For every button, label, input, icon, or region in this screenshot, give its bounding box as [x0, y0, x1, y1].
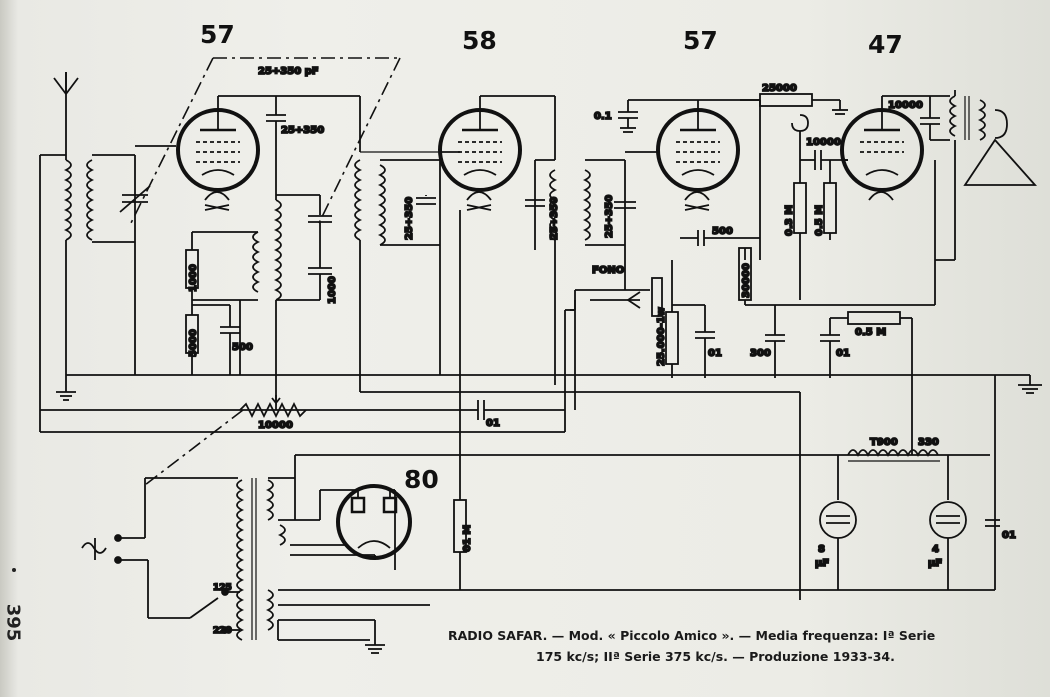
tuning-capacitor-2	[276, 194, 332, 301]
resistor-30000	[738, 247, 935, 306]
resistor-25000-1w	[665, 260, 679, 378]
capacitor-0-1-top	[618, 99, 698, 133]
label-cap-25-350-if1: 25÷350	[404, 197, 415, 240]
label-cap-25-350-if2a: 25÷350	[549, 197, 560, 240]
label-tap-125: 125	[213, 583, 232, 593]
capacitor-0-1-filter	[985, 519, 1000, 527]
label-fono: FONO	[592, 265, 624, 276]
label-cap-300: 300	[750, 348, 771, 359]
capacitor-500-detector	[680, 230, 760, 246]
label-cap-500: 500	[232, 342, 253, 353]
label-electrolytic-8: 8	[818, 544, 825, 555]
label-resistor-25000: 25000	[762, 83, 797, 94]
resistor-0-5m	[823, 160, 837, 240]
resistor-25000	[740, 93, 848, 115]
label-cap-0-1-top: 0.1	[594, 111, 612, 122]
if-transformer-2	[525, 159, 636, 385]
resistor-5000	[185, 314, 199, 375]
page-number: 395	[2, 603, 24, 642]
tube-58	[438, 96, 522, 211]
antenna-symbol	[53, 72, 79, 160]
tube-label-80: 80	[404, 465, 439, 494]
tube-label-58: 58	[462, 26, 497, 55]
tube-label-47: 47	[868, 30, 903, 59]
volume-potentiometer	[239, 395, 307, 419]
capacitor-0-1-coupling	[470, 400, 565, 420]
label-cap-0-1-coupling: 01	[486, 418, 500, 429]
ground-symbol-right	[1000, 374, 1042, 394]
label-cap-0-1-out: 01	[836, 348, 850, 359]
label-gang-cap: 25÷350 pF	[258, 66, 319, 77]
caption-line-1: RADIO SAFAR. — Mod. « Piccolo Amico ». —…	[448, 628, 936, 643]
rectifier-tube-80	[336, 484, 412, 560]
tube-57-second	[656, 100, 740, 211]
antenna-coil	[63, 154, 136, 385]
tube-57-first	[176, 96, 260, 211]
label-cap-1000: 1000	[327, 276, 338, 304]
resistor-0-3m	[793, 160, 807, 300]
label-cap-10000-coupling: 10000	[806, 137, 841, 148]
label-resistor-25000-1w: 25.000-1w	[656, 307, 667, 366]
label-resistor-0-5m-bias: 0.5 M	[855, 327, 886, 338]
tube-label-57-second: 57	[683, 26, 718, 55]
power-transformer	[236, 455, 460, 654]
label-choke-t900: T900	[870, 437, 898, 448]
phono-jack	[570, 277, 663, 317]
capacitor-25-350	[266, 96, 286, 200]
mains-input	[81, 477, 240, 634]
label-resistor-5000: 5000	[188, 329, 199, 357]
label-resistor-0-1m: 01 M	[462, 525, 473, 552]
if-transformer-1	[354, 159, 441, 392]
gang-link-lines	[129, 57, 401, 486]
label-cap-25-350: 25÷350	[281, 125, 324, 136]
capacitor-500	[192, 304, 240, 375]
label-resistor-0-3m: 0.3 M	[784, 205, 795, 236]
label-cap-0-1-det: 01	[708, 348, 722, 359]
capacitor-0-1-output	[820, 318, 840, 378]
oscillator-coil	[192, 199, 282, 410]
capacitor-0-1-detector	[672, 304, 715, 378]
label-electrolytic-8-unit: μF	[815, 558, 829, 569]
label-resistor-1000: 1000	[188, 264, 199, 292]
tuning-capacitor-1	[119, 185, 151, 213]
label-electrolytic-4-unit: μF	[928, 558, 942, 569]
page-dot	[12, 568, 16, 572]
filter-choke	[847, 449, 940, 462]
speaker-icon	[963, 109, 1038, 186]
label-cap-25-350-if2b: 25÷350	[604, 195, 615, 238]
capacitor-10000-output	[920, 96, 950, 141]
electrolytic-capacitor-8	[819, 455, 857, 590]
label-pot-10000: 10000	[258, 420, 293, 431]
label-cap-0-1-filter: 01	[1002, 530, 1016, 541]
resistor-1000	[185, 232, 199, 315]
ground-symbol-left	[56, 385, 76, 401]
label-resistor-0-5m: 0.5 M	[814, 205, 825, 236]
label-choke-330: 330	[918, 437, 939, 448]
label-resistor-30000: 30000	[741, 263, 752, 298]
caption-line-2: 175 kc/s; IIª Serie 375 kc/s. — Produzio…	[536, 649, 895, 664]
electrolytic-capacitor-4	[929, 455, 967, 590]
resistor-0-5m-bias	[830, 311, 913, 455]
resistor-0-1m	[453, 499, 467, 590]
label-cap-10000-output: 10000	[888, 100, 923, 111]
figure-caption: RADIO SAFAR. — Mod. « Piccolo Amico ». —…	[448, 625, 1038, 667]
label-tap-220: 220	[213, 626, 232, 636]
tube-label-57-first: 57	[200, 20, 235, 49]
label-electrolytic-4: 4	[932, 544, 939, 555]
tube-47	[840, 96, 924, 201]
label-cap-500-det: 500	[712, 226, 733, 237]
output-transformer	[949, 90, 986, 260]
capacitor-300	[765, 305, 785, 378]
